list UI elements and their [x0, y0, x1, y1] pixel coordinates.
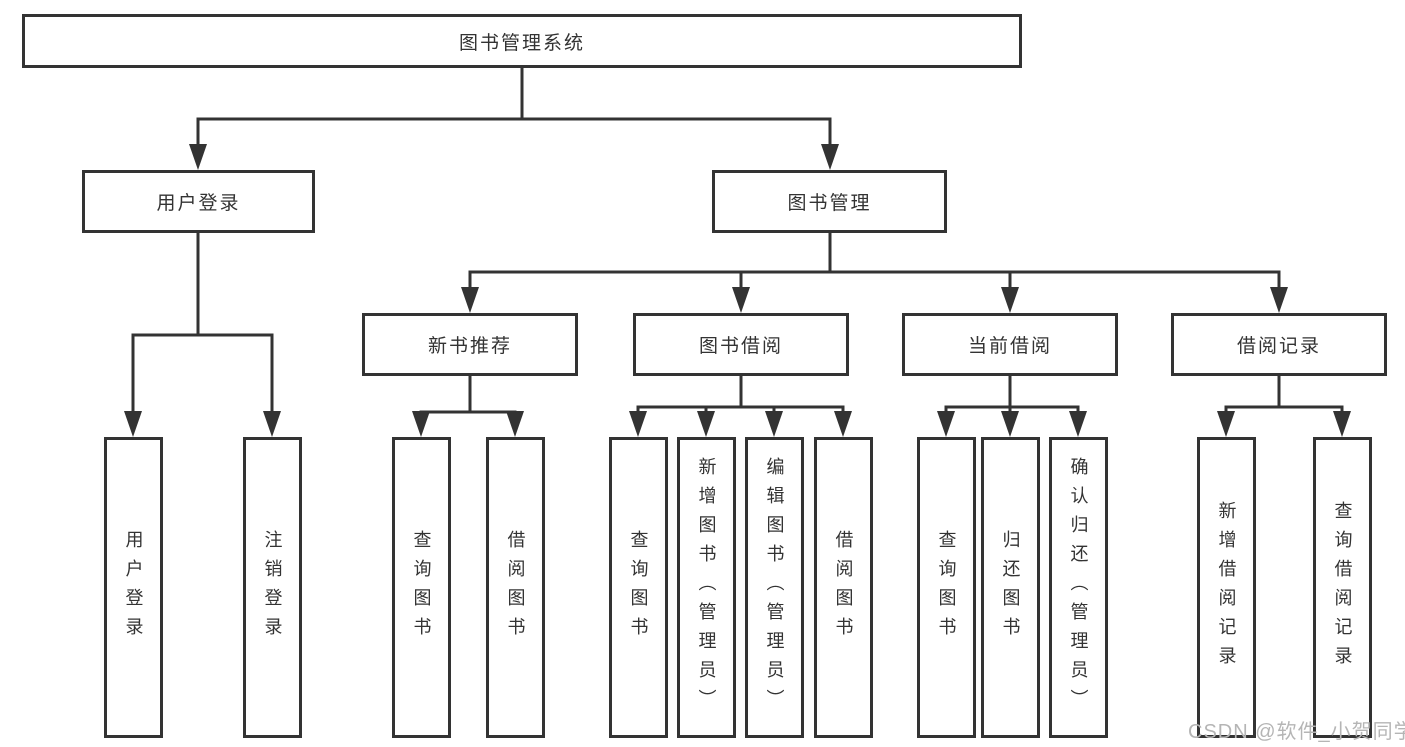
node-user-login: 用户登录: [82, 170, 315, 233]
node-book-management: 图书管理: [712, 170, 947, 233]
leaf-query-books-current: 查询图书: [917, 437, 976, 738]
csdn-watermark: CSDN @软件_小贺同学: [1188, 721, 1405, 743]
connector-user-login-children: [124, 232, 281, 437]
leaf-query-books-recommendation: 查询图书: [392, 437, 451, 738]
leaf-borrow-books-borrowing: 借阅图书: [814, 437, 873, 738]
node-label: 借阅图书: [505, 529, 526, 646]
node-label: 查询图书: [936, 529, 957, 646]
node-label: 新书推荐: [427, 336, 512, 357]
node-library-management-system: 图书管理系统: [22, 14, 1022, 68]
node-label: 借阅记录: [1236, 336, 1321, 357]
node-label: 新增借阅记录: [1216, 500, 1237, 675]
connector-book-management-children: [461, 232, 1288, 313]
node-label: 用户登录: [156, 193, 241, 214]
connector-new-book-recommendation-children: [412, 375, 524, 437]
node-label: 查询借阅记录: [1332, 500, 1353, 675]
leaf-query-books-borrowing: 查询图书: [609, 437, 668, 738]
node-label: 图书管理系统: [458, 32, 585, 54]
node-label: 确认归还（管理员）: [1068, 457, 1089, 718]
node-label: 新增图书（管理员）: [696, 457, 717, 718]
node-label: 图书管理: [787, 193, 872, 214]
leaf-query-borrow-record: 查询借阅记录: [1313, 437, 1372, 738]
leaf-add-borrow-record: 新增借阅记录: [1197, 437, 1256, 738]
leaf-confirm-return-admin: 确认归还（管理员）: [1049, 437, 1108, 738]
node-label: 查询图书: [411, 529, 432, 646]
node-book-borrowing: 图书借阅: [633, 313, 849, 376]
connector-root-to-level2: [189, 67, 839, 170]
leaf-borrow-books-recommendation: 借阅图书: [486, 437, 545, 738]
node-label: 图书借阅: [698, 336, 783, 357]
node-label: 编辑图书（管理员）: [764, 457, 785, 718]
connector-borrowing-records-children: [1217, 375, 1351, 437]
node-label: 注销登录: [262, 529, 283, 646]
node-borrowing-records: 借阅记录: [1171, 313, 1387, 376]
node-label: 借阅图书: [833, 529, 854, 646]
leaf-user-login: 用户登录: [104, 437, 163, 738]
connector-book-borrowing-children: [629, 375, 852, 437]
node-label: 查询图书: [628, 529, 649, 646]
leaf-add-book-admin: 新增图书（管理员）: [677, 437, 736, 738]
node-label: 用户登录: [123, 529, 144, 646]
leaf-edit-book-admin: 编辑图书（管理员）: [745, 437, 804, 738]
node-label: 当前借阅: [967, 336, 1052, 357]
node-new-book-recommendation: 新书推荐: [362, 313, 578, 376]
node-label: 归还图书: [1000, 529, 1021, 646]
leaf-logout: 注销登录: [243, 437, 302, 738]
connector-current-borrowing-children: [937, 375, 1087, 437]
node-current-borrowing: 当前借阅: [902, 313, 1118, 376]
leaf-return-book: 归还图书: [981, 437, 1040, 738]
